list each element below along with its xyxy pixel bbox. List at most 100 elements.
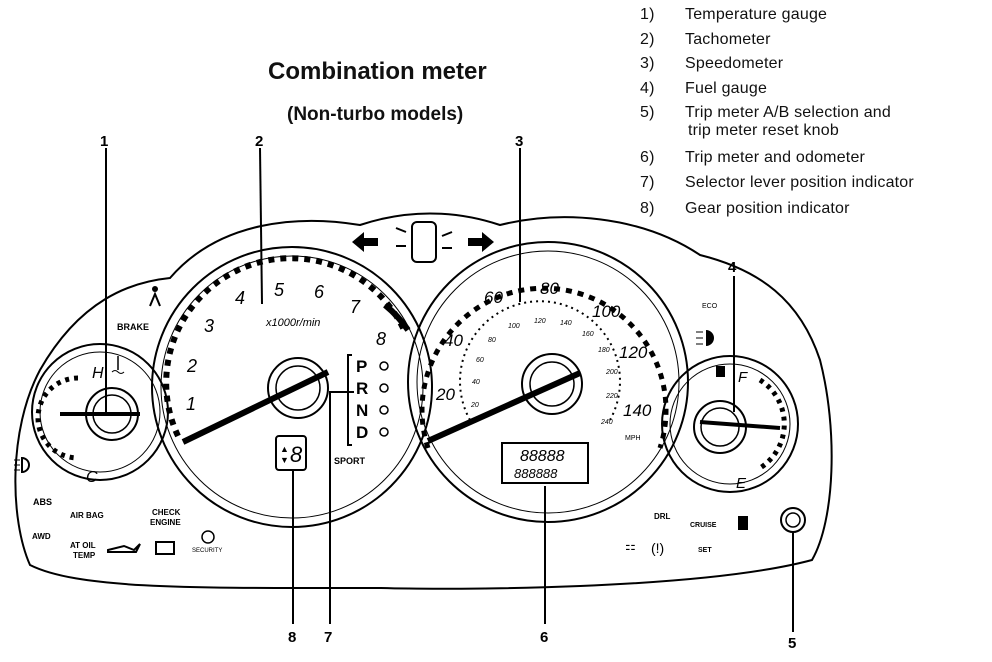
speed-inner-number: 80 bbox=[488, 337, 496, 344]
security-indicator-icon bbox=[201, 530, 215, 544]
selector-position: P bbox=[356, 357, 367, 376]
legend-text: Fuel gauge bbox=[685, 80, 768, 97]
awd-label: AWD bbox=[32, 532, 51, 541]
legend-text: Speedometer bbox=[685, 55, 784, 72]
legend-text: Tachometer bbox=[685, 31, 771, 48]
speed-outer-number: 20 bbox=[435, 385, 455, 404]
tach-number: 6 bbox=[314, 282, 325, 302]
tach-number: 2 bbox=[186, 356, 197, 376]
drl-label: DRL bbox=[654, 512, 671, 521]
legend-number: 2) bbox=[640, 31, 655, 48]
callout-label: 2 bbox=[255, 133, 263, 150]
callout-label: 7 bbox=[324, 629, 332, 646]
legend-number: 8) bbox=[640, 200, 655, 217]
tach-number: 5 bbox=[274, 280, 285, 300]
legend-text: Trip meter A/B selection and bbox=[685, 104, 891, 121]
legend-number: 1) bbox=[640, 6, 655, 23]
oil-pressure-icon bbox=[107, 543, 141, 553]
speed-inner-number: 220 bbox=[605, 393, 618, 400]
legend-number: 6) bbox=[640, 149, 655, 166]
set-label: SET bbox=[698, 547, 712, 554]
tire-pressure-icon: (!) bbox=[651, 540, 664, 556]
callout-label: 3 bbox=[515, 133, 523, 150]
security-label: SECURITY bbox=[192, 548, 222, 554]
speedometer: 20 40 60 80 100 120 140 20 40 60 80 100 … bbox=[407, 241, 689, 523]
fuel-needle bbox=[699, 420, 781, 430]
fuel-full-label: F bbox=[738, 369, 748, 386]
lcd-top-digits: 88888 bbox=[520, 448, 565, 465]
speed-inner-number: 160 bbox=[582, 331, 594, 338]
airbag-label: AIR BAG bbox=[70, 511, 104, 520]
tachometer: 1 2 3 4 5 6 7 8 x1000r/min bbox=[151, 246, 433, 528]
temperature-cold-label: C bbox=[86, 469, 98, 486]
selector-position: R bbox=[356, 379, 368, 398]
speed-outer-number: 40 bbox=[444, 331, 463, 350]
callout-label: 5 bbox=[788, 635, 796, 652]
left-turn-signal-icon bbox=[352, 232, 378, 252]
legend-number: 5) bbox=[640, 104, 655, 121]
temperature-gauge: H C bbox=[31, 343, 169, 486]
speed-inner-number: 140 bbox=[560, 320, 572, 327]
callout-label: 4 bbox=[728, 259, 737, 276]
fuel-gauge: F E bbox=[661, 355, 799, 493]
trip-reset-knob[interactable] bbox=[780, 507, 806, 533]
speed-inner-number: 120 bbox=[534, 318, 546, 325]
speed-outer-number: 60 bbox=[484, 288, 503, 307]
tach-number: 4 bbox=[235, 288, 245, 308]
lcd-bottom-digits: 888888 bbox=[514, 466, 558, 481]
check-engine-label: ENGINE bbox=[150, 518, 181, 527]
legend-number: 4) bbox=[640, 80, 655, 97]
coolant-icon bbox=[111, 356, 125, 374]
fuel-pump-icon bbox=[716, 366, 725, 377]
legend-number: 3) bbox=[640, 55, 655, 72]
speed-outer-number: 100 bbox=[592, 302, 621, 321]
speed-outer-number: 80 bbox=[540, 279, 559, 298]
speed-inner-number: 180 bbox=[598, 347, 610, 354]
callout-leaders bbox=[105, 147, 794, 632]
diagram-title: Combination meter bbox=[268, 58, 487, 85]
tach-unit: x1000r/min bbox=[265, 317, 320, 329]
abs-label: ABS bbox=[33, 497, 52, 507]
gear-position-indicator: ▲ ▼ 8 bbox=[275, 435, 307, 471]
cruise-label: CRUISE bbox=[690, 522, 717, 529]
gear-digit: 8 bbox=[290, 442, 303, 467]
door-open-icon bbox=[395, 221, 453, 263]
legend-text: Selector lever position indicator bbox=[685, 174, 914, 191]
callout-label: 1 bbox=[100, 133, 108, 150]
odometer-lcd bbox=[501, 442, 589, 484]
eco-label: ECO bbox=[702, 303, 718, 310]
tach-number: 1 bbox=[186, 394, 196, 414]
svg-text:▲: ▲ bbox=[280, 444, 289, 454]
speedometer-needle bbox=[426, 370, 582, 444]
legend-text-continued: trip meter reset knob bbox=[688, 122, 839, 139]
legend-text: Trip meter and odometer bbox=[685, 149, 866, 166]
fog-light-icon bbox=[14, 456, 30, 474]
diagram-subtitle: (Non-turbo models) bbox=[287, 104, 464, 125]
right-turn-signal-icon bbox=[468, 232, 494, 252]
legend-text: Gear position indicator bbox=[685, 200, 850, 217]
legend-number: 7) bbox=[640, 174, 655, 191]
temperature-high-label: H bbox=[92, 365, 104, 382]
speed-outer-number: 140 bbox=[623, 401, 652, 420]
selector-position: D bbox=[356, 423, 368, 442]
speed-inner-number: 20 bbox=[470, 402, 479, 409]
meter-housing bbox=[14, 212, 833, 590]
speed-inner-number: 100 bbox=[508, 323, 520, 330]
sport-label: SPORT bbox=[334, 456, 366, 466]
at-oil-temp-label: AT OIL bbox=[70, 541, 96, 550]
selector-indicator: P R N D SPORT bbox=[334, 354, 389, 466]
fuel-empty-label: E bbox=[736, 475, 747, 492]
svg-text:▼: ▼ bbox=[280, 455, 289, 465]
tach-number: 3 bbox=[204, 316, 214, 336]
speed-inner-number: 240 bbox=[600, 419, 613, 426]
selector-position: N bbox=[356, 401, 368, 420]
speed-unit: MPH bbox=[625, 435, 641, 442]
low-fuel-icon bbox=[738, 516, 748, 530]
at-oil-temp-label: TEMP bbox=[73, 551, 96, 560]
callout-label: 8 bbox=[288, 629, 296, 646]
brake-label: BRAKE bbox=[117, 322, 149, 332]
speed-inner-number: 60 bbox=[476, 357, 484, 364]
tach-number: 7 bbox=[350, 297, 361, 317]
battery-icon bbox=[155, 541, 175, 555]
